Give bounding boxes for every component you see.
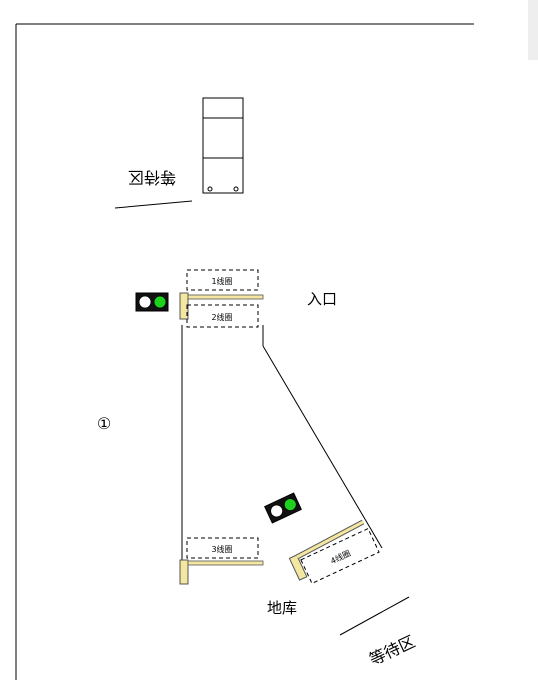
detector-loop-1-label: 1线圈 — [211, 276, 232, 286]
waiting-area-line-top — [114, 200, 193, 209]
detector-loop-1: 1线圈 — [186, 269, 259, 291]
detector-loop-3: 3线圈 — [186, 537, 259, 559]
detector-loop-3-label: 3线圈 — [211, 544, 232, 554]
detector-loop-4-label: 4线圈 — [329, 548, 352, 566]
detector-loop-2-label: 2线圈 — [211, 312, 232, 322]
barrier-gate-exit — [179, 559, 264, 585]
vehicle — [202, 97, 244, 194]
traffic-lamp-left-basement — [270, 504, 284, 518]
waiting-area-label-top: 等待区 — [128, 168, 176, 187]
traffic-lamp-right-entrance — [153, 295, 167, 309]
traffic-lamp-left-entrance — [138, 295, 152, 309]
barrier-gate-entrance — [179, 292, 264, 320]
waiting-area-line-bottom — [339, 596, 410, 636]
scrollbar-tab[interactable] — [528, 0, 538, 60]
entrance-label: 入口 — [307, 290, 337, 308]
lane-marker: ① — [97, 414, 111, 433]
basement-label: 地库 — [267, 599, 297, 617]
barrier-gate-basement — [288, 519, 365, 581]
traffic-light-entrance — [135, 292, 169, 312]
page-frame — [15, 23, 474, 680]
detector-loop-2: 2线圈 — [186, 304, 259, 328]
waiting-area-label-bottom: 等待区 — [366, 632, 418, 670]
traffic-lamp-right-basement — [283, 498, 297, 512]
traffic-light-basement — [264, 492, 302, 524]
lane-boundaries — [181, 325, 383, 560]
